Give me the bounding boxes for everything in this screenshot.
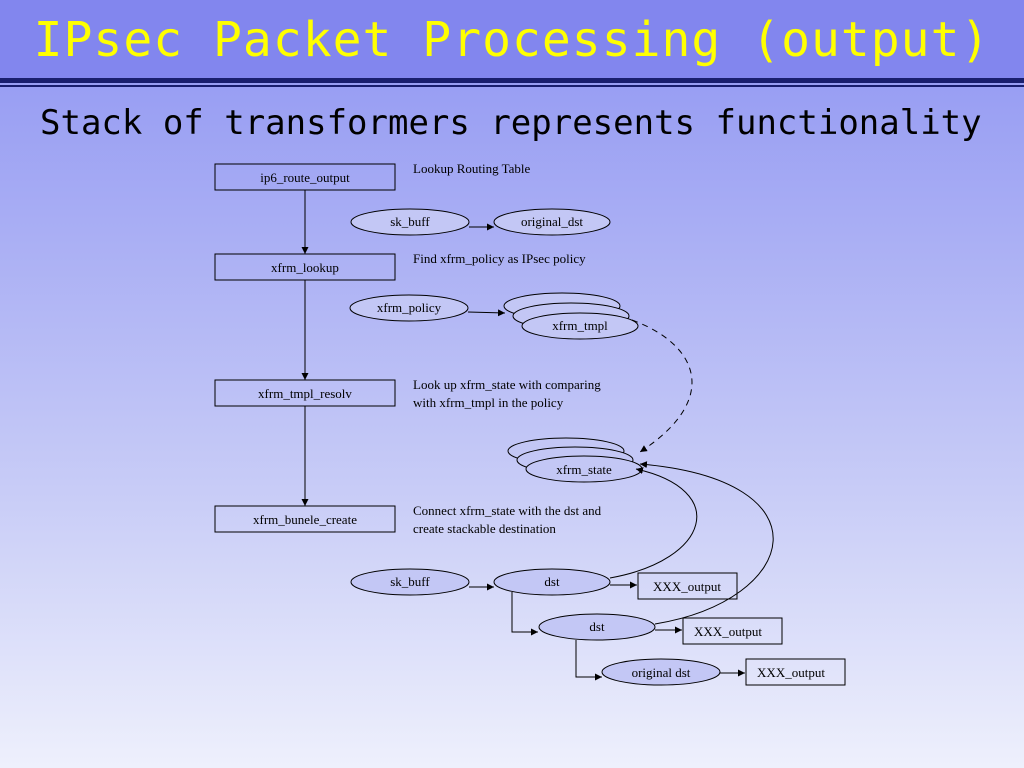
node-sk-buff-1-label: sk_buff [390,214,430,229]
node-xfrm-bunele-create: xfrm_bunele_create [214,505,396,533]
node-dst-1: dst [493,568,611,596]
note-look-up-state-line1: Look up xfrm_state with comparing [413,377,601,392]
node-xfrm-tmpl-resolv-label: xfrm_tmpl_resolv [258,386,352,401]
node-xxx-output-1-label: XXX_output [653,579,721,594]
node-xfrm-bunele-create-label: xfrm_bunele_create [253,512,357,527]
title-bar [0,0,1024,87]
note-connect-line1: Connect xfrm_state with the dst and [413,503,602,518]
arrow-dst2-to-original-dst [575,640,602,681]
node-xxx-output-3-label: XXX_output [757,665,825,680]
arrow-dst2-to-state [639,461,774,625]
dashed-tmpl-to-state [631,319,693,453]
node-xfrm-lookup-label: xfrm_lookup [271,260,339,275]
node-original-dst-2-label: original dst [632,665,691,680]
note-look-up-state-line2: with xfrm_tmpl in the policy [413,395,564,410]
note-connect-line2: create stackable destination [413,521,556,536]
node-xfrm-state-stack: xfrm_state [507,437,643,483]
node-xfrm-state-label: xfrm_state [556,462,612,477]
slide-title: IPsec Packet Processing (output) [33,12,991,68]
node-ip6-route-output-label: ip6_route_output [260,170,350,185]
node-ip6-route-output: ip6_route_output [214,163,396,191]
slide-subtitle: Stack of transformers represents functio… [40,103,982,143]
node-xxx-output-1: XXX_output [637,572,738,600]
node-sk-buff-2: sk_buff [350,568,470,596]
node-dst-1-label: dst [544,574,560,589]
arrow-policy-to-tmpl [467,309,506,317]
node-dst-2-label: dst [589,619,605,634]
node-sk-buff-1: sk_buff [350,208,470,236]
node-sk-buff-2-label: sk_buff [390,574,430,589]
node-original-dst-1: original_dst [493,208,611,236]
node-dst-2: dst [538,613,656,641]
node-xxx-output-2: XXX_output [682,617,783,645]
note-lookup-routing: Lookup Routing Table [413,161,531,176]
node-xfrm-lookup: xfrm_lookup [214,253,396,281]
arrow-dst1-to-dst2 [511,592,538,636]
node-xfrm-tmpl-label: xfrm_tmpl [552,318,608,333]
node-xfrm-policy-label: xfrm_policy [377,300,442,315]
node-xfrm-tmpl-resolv: xfrm_tmpl_resolv [214,379,396,407]
arrow-dst1-to-state [609,467,698,579]
node-original-dst-1-label: original_dst [521,214,583,229]
node-xfrm-policy: xfrm_policy [349,294,469,322]
node-xxx-output-3: XXX_output [745,658,846,686]
node-xfrm-tmpl-stack: xfrm_tmpl [503,292,639,340]
node-original-dst-2: original dst [601,658,721,686]
note-find-policy: Find xfrm_policy as IPsec policy [413,251,586,266]
node-xxx-output-2-label: XXX_output [694,624,762,639]
